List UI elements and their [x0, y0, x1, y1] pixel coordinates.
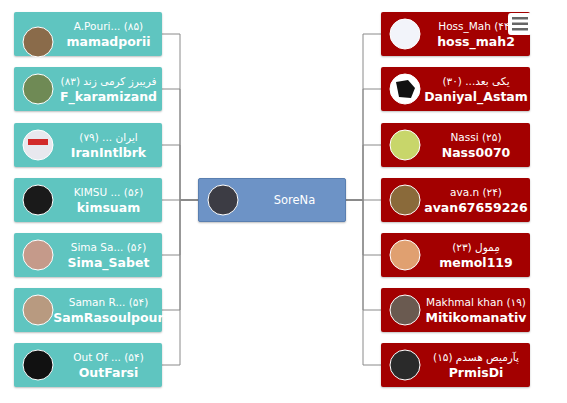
avatar-group	[23, 19, 420, 380]
display-name: Nassi (۲۵)	[451, 130, 502, 144]
user-handle: Daniyal_Astam	[424, 88, 528, 105]
user-handle: Sima_Sabet	[68, 254, 150, 271]
display-name: Saman R... (۵۴)	[69, 295, 149, 309]
text-area: Nassi (۲۵)Nass0070	[425, 123, 527, 167]
text-area: Sima Sa... (۵۶)Sima_Sabet	[58, 233, 159, 277]
display-name: Out Of ... (۵۴)	[73, 350, 144, 364]
text-area: Saman R... (۵۴)SamRasoulpour	[58, 288, 159, 332]
avatar	[390, 240, 420, 270]
menu-icon	[508, 13, 532, 35]
connector	[162, 200, 198, 365]
avatar	[390, 185, 420, 215]
display-name: KIMSU ... (۵۶)	[74, 185, 144, 199]
avatar-logo	[28, 139, 48, 145]
connector	[346, 89, 381, 200]
menu-button	[508, 13, 532, 35]
avatar	[390, 130, 420, 160]
user-handle: IranIntlbrk	[71, 144, 146, 161]
avatar-map	[396, 80, 415, 98]
display-name: فریبرز کرمی زند (۸۳)	[61, 74, 157, 88]
display-name: A.Pouri... (۸۵)	[74, 19, 143, 33]
avatar	[23, 350, 53, 380]
account-box: ایران ... (۷۹)IranIntlbrk	[14, 123, 162, 167]
user-handle: hoss_mah2	[437, 33, 515, 50]
account-box: Nassi (۲۵)Nass0070	[381, 123, 530, 167]
account-box: Hoss_Mah (۴۴)hoss_mah2	[381, 12, 530, 56]
account-box: یکی بعد... (۳۰)Daniyal_Astam	[381, 67, 530, 111]
connector	[346, 145, 381, 200]
avatar	[390, 350, 420, 380]
connector	[162, 145, 198, 200]
account-box: KIMSU ... (۵۶)kimsuam	[14, 178, 162, 222]
display-name: SoreNa	[274, 193, 316, 207]
account-box: مِمول (۲۳)memol119	[381, 233, 530, 277]
avatar	[208, 185, 238, 215]
text-area: Hoss_Mah (۴۴)hoss_mah2	[425, 12, 527, 56]
avatar	[23, 185, 53, 215]
user-handle: avan67659226	[424, 199, 528, 216]
user-handle: Nass0070	[442, 144, 511, 161]
account-box: Sima Sa... (۵۶)Sima_Sabet	[14, 233, 162, 277]
text-area: فریبرز کرمی زند (۸۳)F_karamizand	[58, 67, 159, 111]
avatar	[23, 295, 53, 325]
avatar	[23, 130, 53, 160]
display-name: Sima Sa... (۵۶)	[71, 240, 147, 254]
avatar	[23, 27, 53, 57]
display-name: ava.n (۲۴)	[450, 185, 502, 199]
display-name: مِمول (۲۳)	[452, 240, 500, 254]
display-name: یکی بعد... (۳۰)	[442, 74, 509, 88]
user-handle: memol119	[439, 254, 513, 271]
text-area: یکی بعد... (۳۰)Daniyal_Astam	[425, 67, 527, 111]
text-area: SoreNa	[247, 179, 342, 221]
text-area: A.Pouri... (۸۵)mamadporii	[58, 12, 159, 56]
text-area: مِمول (۲۳)memol119	[425, 233, 527, 277]
display-name: Makhmal khan (۱۹)	[426, 295, 526, 309]
user-handle: SamRasoulpour	[53, 309, 163, 326]
text-area: پآرمیص هسدم (۱۵)PrmisDi	[425, 343, 527, 387]
display-name: Hoss_Mah (۴۴)	[438, 19, 513, 33]
text-area: Makhmal khan (۱۹)Mitikomanativ	[425, 288, 527, 332]
text-area: ایران ... (۷۹)IranIntlbrk	[58, 123, 159, 167]
display-name: پآرمیص هسدم (۱۵)	[433, 350, 519, 364]
user-handle: OutFarsi	[79, 364, 139, 381]
avatar	[23, 240, 53, 270]
connector	[346, 200, 381, 365]
avatar	[390, 295, 420, 325]
avatar	[390, 74, 420, 104]
user-handle: mamadporii	[66, 33, 150, 50]
account-box: پآرمیص هسدم (۱۵)PrmisDi	[381, 343, 530, 387]
connector	[162, 89, 198, 200]
account-box: ava.n (۲۴)avan67659226	[381, 178, 530, 222]
connector	[162, 34, 198, 200]
menu-bar	[512, 23, 528, 26]
display-name: ایران ... (۷۹)	[79, 130, 137, 144]
menu-bar	[512, 17, 528, 20]
account-box: فریبرز کرمی زند (۸۳)F_karamizand	[14, 67, 162, 111]
user-handle: kimsuam	[77, 199, 140, 216]
user-handle: PrmisDi	[449, 364, 504, 381]
center-node: SoreNa	[198, 178, 346, 222]
user-handle: Mitikomanativ	[426, 309, 527, 326]
account-box: A.Pouri... (۸۵)mamadporii	[14, 12, 162, 56]
text-area: Out Of ... (۵۴)OutFarsi	[58, 343, 159, 387]
avatar	[390, 19, 420, 49]
text-area: KIMSU ... (۵۶)kimsuam	[58, 178, 159, 222]
menu-bar	[512, 28, 528, 31]
avatar	[23, 74, 53, 104]
connector	[346, 34, 381, 200]
account-box: Makhmal khan (۱۹)Mitikomanativ	[381, 288, 530, 332]
account-box: Out Of ... (۵۴)OutFarsi	[14, 343, 162, 387]
account-box: Saman R... (۵۴)SamRasoulpour	[14, 288, 162, 332]
text-area: ava.n (۲۴)avan67659226	[425, 178, 527, 222]
user-handle: F_karamizand	[60, 88, 157, 105]
